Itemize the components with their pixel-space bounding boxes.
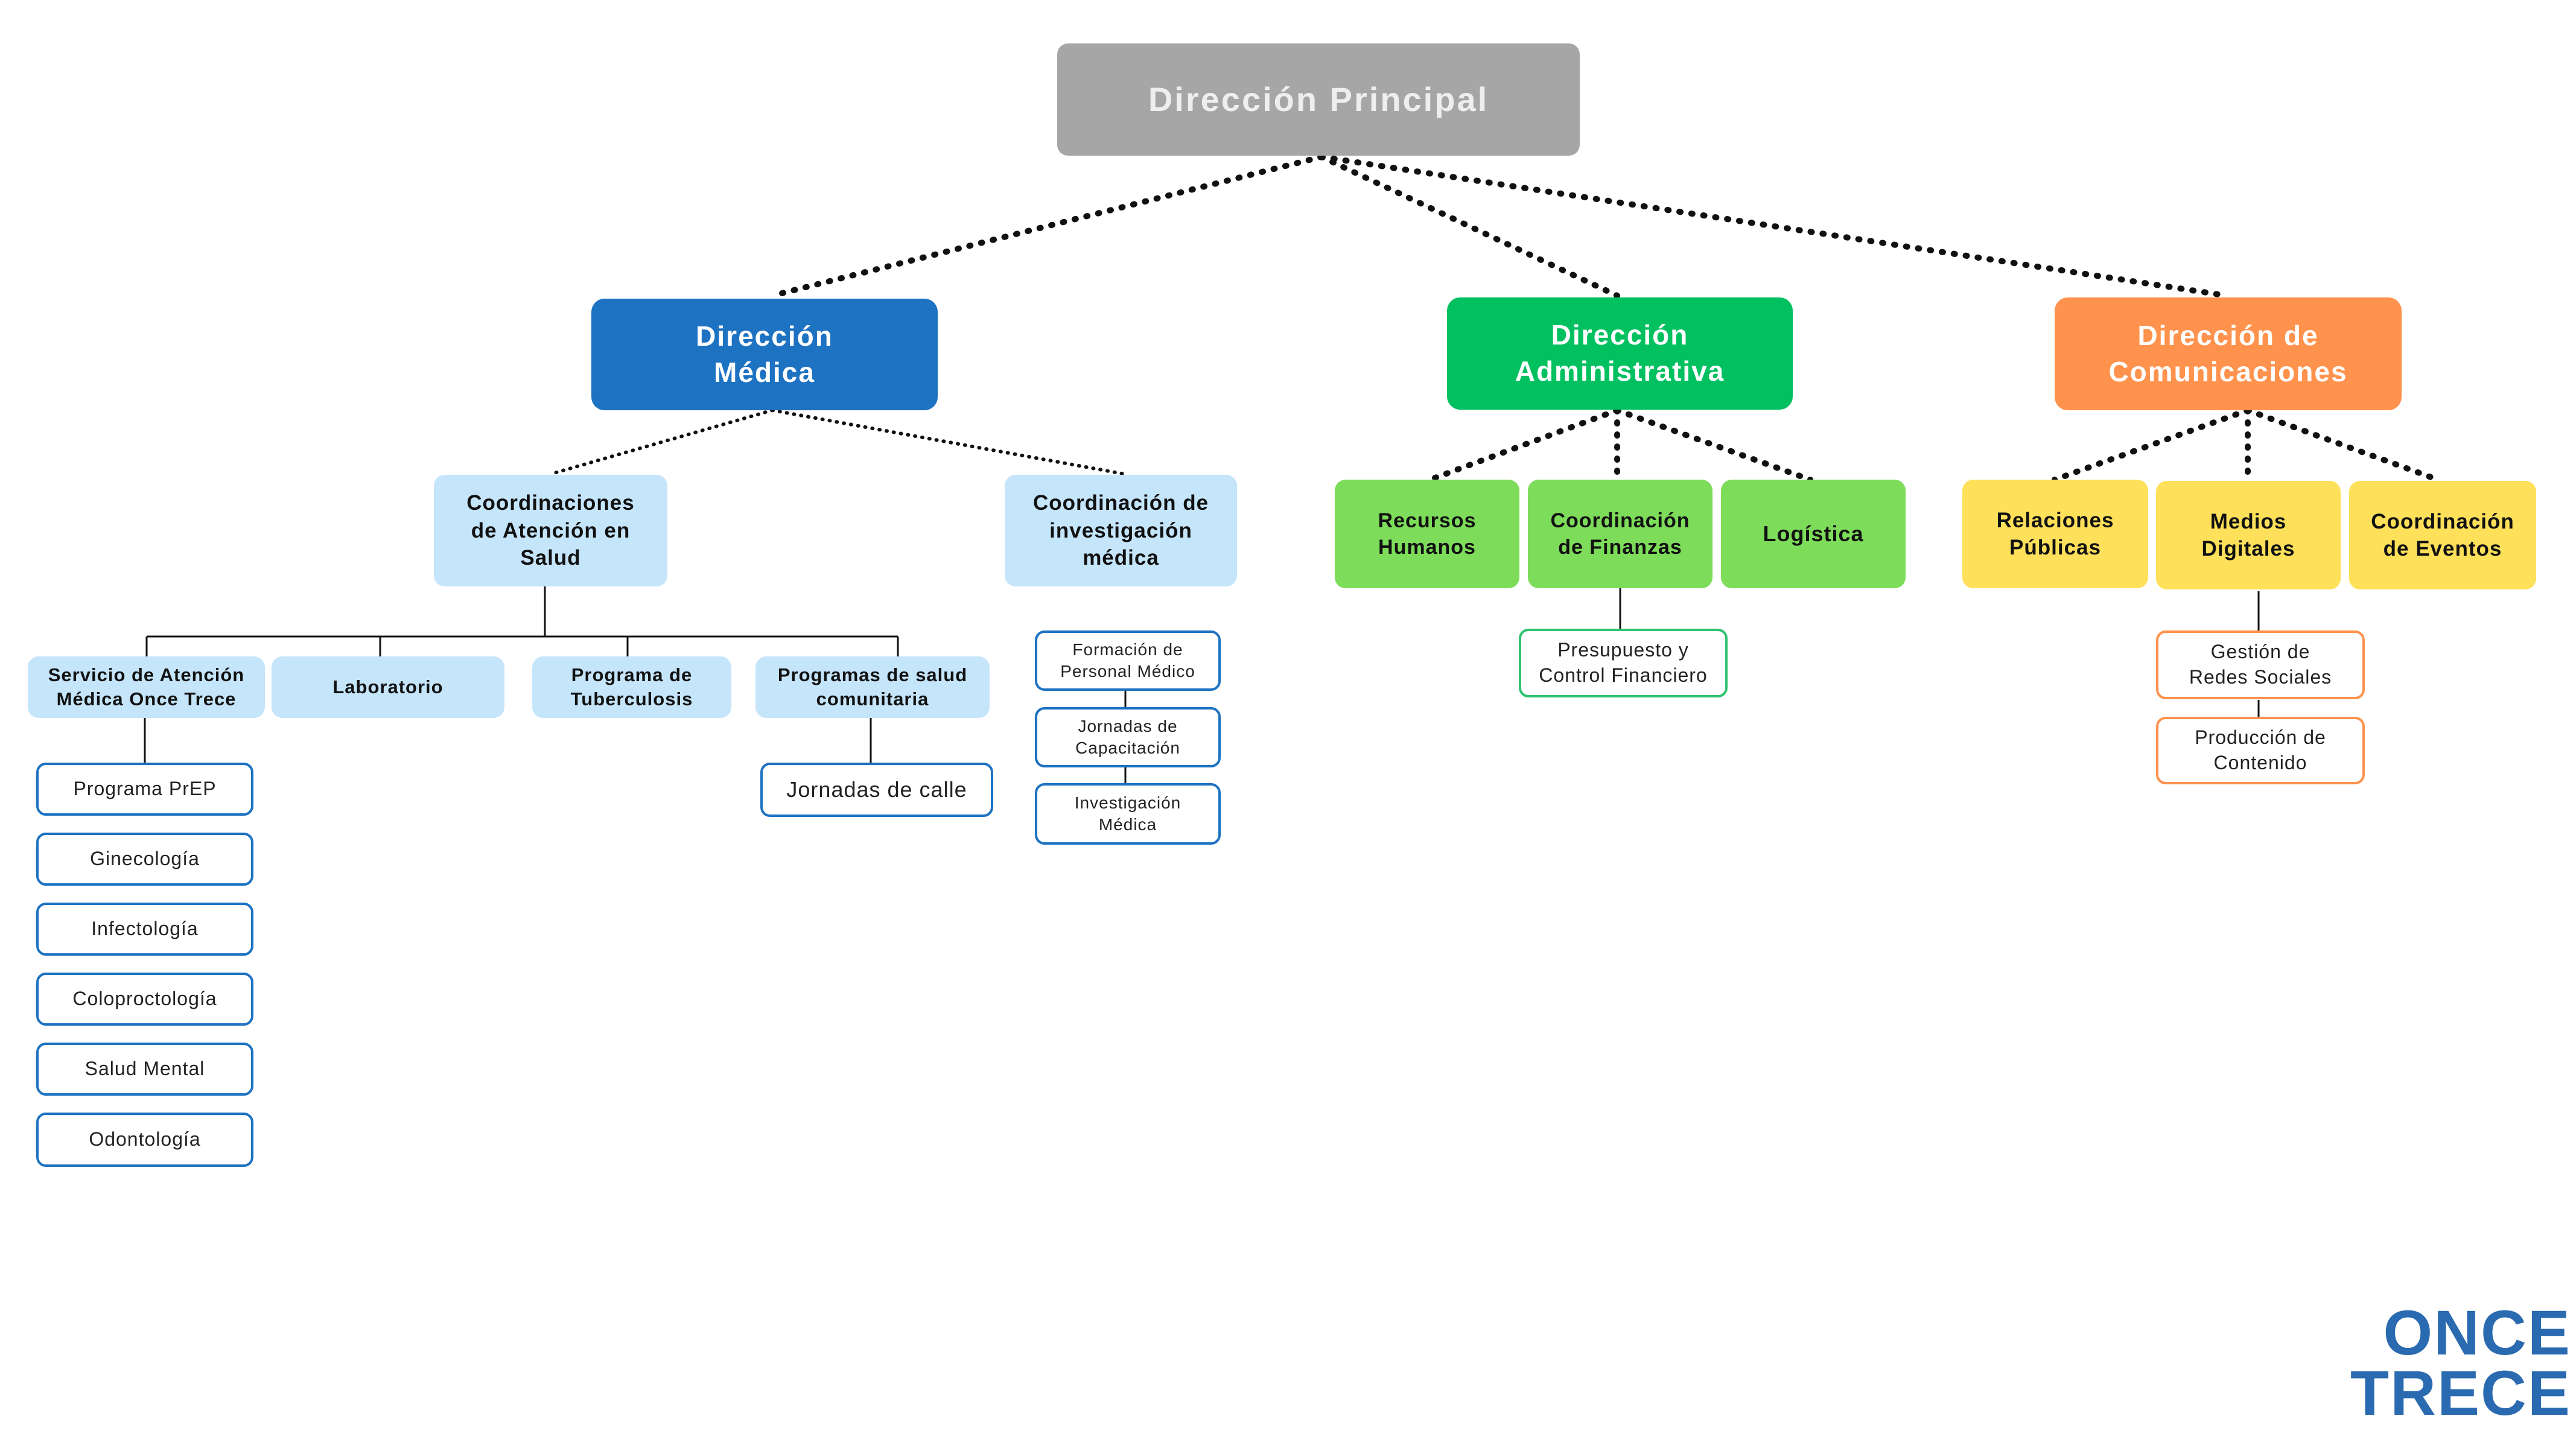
leaf-jornadas-de-calle: Jornadas de calle — [760, 763, 993, 817]
leaf-coloproctologia: Coloproctología — [36, 973, 253, 1026]
node-medios-digitales: Medios Digitales — [2156, 481, 2341, 589]
connector-admin-rrhh — [1427, 407, 1620, 483]
node-coordinacion-eventos: Coordinación de Eventos — [2349, 481, 2536, 589]
leaf-infectologia: Infectología — [36, 903, 253, 956]
connector-com-eventos — [2245, 407, 2441, 483]
node-coordinacion-investigacion: Coordinación de investigación médica — [1005, 475, 1237, 586]
node-programas-salud-comunitaria: Programas de salud comunitaria — [755, 656, 990, 718]
leaf-odontologia: Odontología — [36, 1113, 253, 1167]
leaf-ginecologia: Ginecología — [36, 833, 253, 886]
node-relaciones-publicas: Relaciones Públicas — [1962, 480, 2148, 588]
connector-medica-investigacion — [771, 408, 1124, 475]
connector-com-relaciones — [2052, 407, 2251, 483]
connector-root-comunicaciones — [1318, 154, 2230, 299]
node-direccion-comunicaciones: Dirección de Comunicaciones — [2055, 297, 2402, 410]
node-laboratorio: Laboratorio — [272, 656, 504, 718]
connector-atencion-tree — [145, 586, 899, 658]
logo-line-1: ONCE — [2383, 1298, 2571, 1368]
node-coordinaciones-atencion: Coordinaciones de Atención en Salud — [434, 475, 667, 586]
connector-medica-atencion — [550, 408, 774, 475]
connector-root-medica — [769, 154, 1325, 299]
leaf-salud-mental: Salud Mental — [36, 1043, 253, 1096]
node-logistica: Logística — [1721, 480, 1906, 588]
node-programa-tuberculosis: Programa de Tuberculosis — [532, 656, 731, 718]
leaf-programa-prep: Programa PrEP — [36, 763, 253, 816]
connector-admin-logistica — [1614, 407, 1813, 483]
leaf-gestion-redes-sociales: Gestión de Redes Sociales — [2156, 630, 2365, 699]
once-trece-logo: ONCE TRECE — [2350, 1298, 2571, 1429]
node-direccion-medica: Dirección Médica — [591, 299, 938, 410]
logo-line-2: TRECE — [2350, 1358, 2571, 1429]
node-servicio-atencion: Servicio de Atención Médica Once Trece — [28, 656, 265, 718]
node-coordinacion-finanzas: Coordinación de Finanzas — [1528, 480, 1713, 588]
connector-root-admin — [1318, 154, 1620, 299]
leaf-presupuesto-control-financiero: Presupuesto y Control Financiero — [1519, 629, 1728, 697]
leaf-investigacion-medica: Investigación Médica — [1035, 783, 1221, 845]
node-direccion-principal: Dirección Principal — [1057, 43, 1580, 156]
leaf-formacion-personal-medico: Formación de Personal Médico — [1035, 630, 1221, 691]
leaf-jornadas-capacitacion: Jornadas de Capacitación — [1035, 707, 1221, 767]
leaf-produccion-contenido: Producción de Contenido — [2156, 717, 2365, 784]
node-direccion-administrativa: Dirección Administrativa — [1447, 297, 1793, 410]
node-recursos-humanos: Recursos Humanos — [1335, 480, 1519, 588]
